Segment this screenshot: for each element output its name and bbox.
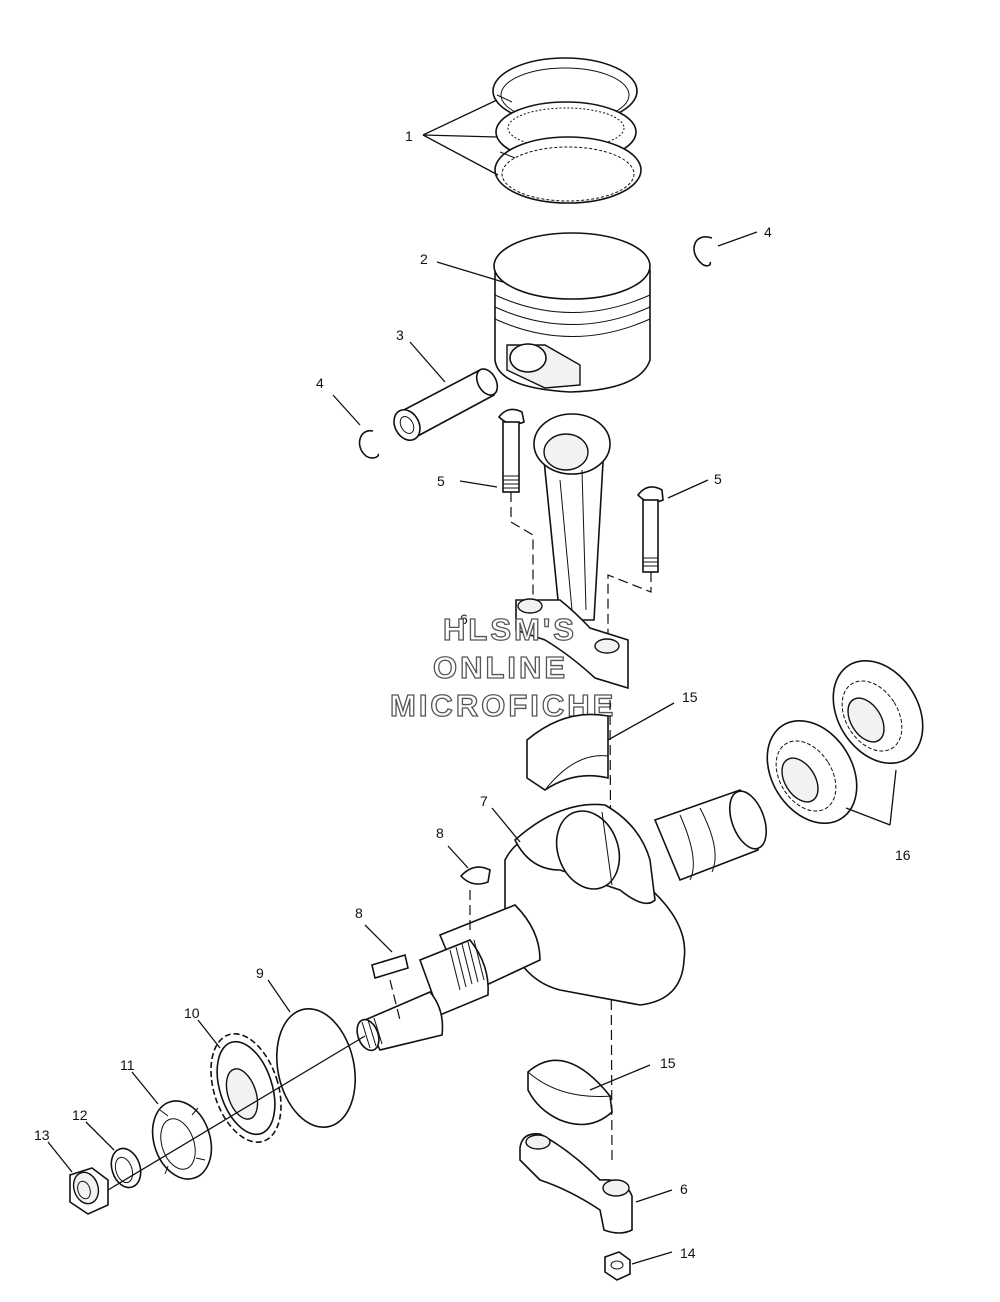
callout-7: 7 — [480, 793, 521, 843]
callout-11: 11 — [120, 1057, 159, 1105]
pin-clip-right — [693, 236, 713, 267]
callout-label: 8 — [436, 825, 444, 841]
timing-gear — [210, 1033, 282, 1143]
callout-label: 6 — [460, 611, 468, 627]
callout-9: 9 — [256, 965, 291, 1013]
o-ring — [275, 1007, 357, 1129]
callout-label: 12 — [72, 1107, 88, 1123]
callout-5: 5 — [437, 473, 498, 489]
callout-6: 6 — [460, 611, 468, 627]
callout-8: 8 — [436, 825, 469, 869]
washer — [110, 1147, 142, 1189]
callout-12: 12 — [72, 1107, 115, 1151]
watermark-line-2: ONLINE — [433, 650, 568, 685]
callout-14: 14 — [631, 1245, 696, 1265]
callout-label: 3 — [396, 327, 404, 343]
connecting-rod — [515, 413, 629, 690]
callout-5: 5 — [667, 471, 722, 499]
callout-label: 2 — [420, 251, 428, 267]
callout-label: 1 — [405, 128, 413, 144]
piston — [493, 232, 651, 393]
callout-label: 15 — [660, 1055, 676, 1071]
alignment-line — [389, 979, 401, 1021]
shaft-centre-line — [107, 1035, 366, 1191]
bearing-insert-lower — [527, 1059, 613, 1126]
callout-2: 2 — [420, 251, 504, 283]
piston-pin — [393, 368, 499, 442]
callout-4: 4 — [717, 224, 772, 247]
callout-label: 4 — [764, 224, 772, 240]
callout-13: 13 — [34, 1127, 73, 1173]
lock-nut — [151, 1100, 213, 1180]
crankshaft — [356, 789, 768, 1052]
callout-1: 1 — [405, 99, 499, 176]
callout-label: 5 — [714, 471, 722, 487]
callout-label: 11 — [120, 1057, 135, 1073]
callout-label: 7 — [480, 793, 488, 809]
callout-label: 16 — [895, 847, 911, 863]
alignment-line — [510, 492, 534, 610]
callout-label: 5 — [437, 473, 445, 489]
callout-label: 4 — [316, 375, 324, 391]
rod-bolt-left — [497, 408, 525, 493]
callout-label: 15 — [682, 689, 698, 705]
callout-label: 9 — [256, 965, 264, 981]
callout-label: 10 — [184, 1005, 200, 1021]
key-lower — [371, 953, 409, 980]
ball-bearings — [766, 659, 924, 825]
callout-10: 10 — [184, 1005, 221, 1049]
callout-label: 8 — [355, 905, 363, 921]
flange-nut — [604, 1251, 631, 1281]
piston-rings — [492, 57, 642, 204]
rod-cap — [519, 1132, 633, 1234]
watermark-line-1: HLSM'S — [443, 612, 577, 647]
callout-3: 3 — [396, 327, 446, 383]
nut — [69, 1167, 109, 1215]
callout-label: 6 — [680, 1181, 688, 1197]
callout-label: 13 — [34, 1127, 50, 1143]
rod-bolt-right — [636, 486, 664, 573]
callout-label: 14 — [680, 1245, 696, 1261]
callout-15: 15 — [607, 689, 698, 741]
callout-15: 15 — [589, 1055, 676, 1091]
callout-16: 16 — [845, 769, 911, 863]
alignment-line — [607, 572, 652, 640]
key-upper — [459, 866, 491, 885]
callout-8: 8 — [355, 905, 393, 953]
bearing-insert-upper — [526, 713, 609, 791]
callout-4: 4 — [316, 375, 361, 426]
callout-6: 6 — [635, 1181, 688, 1203]
pin-clip-left — [358, 430, 380, 459]
